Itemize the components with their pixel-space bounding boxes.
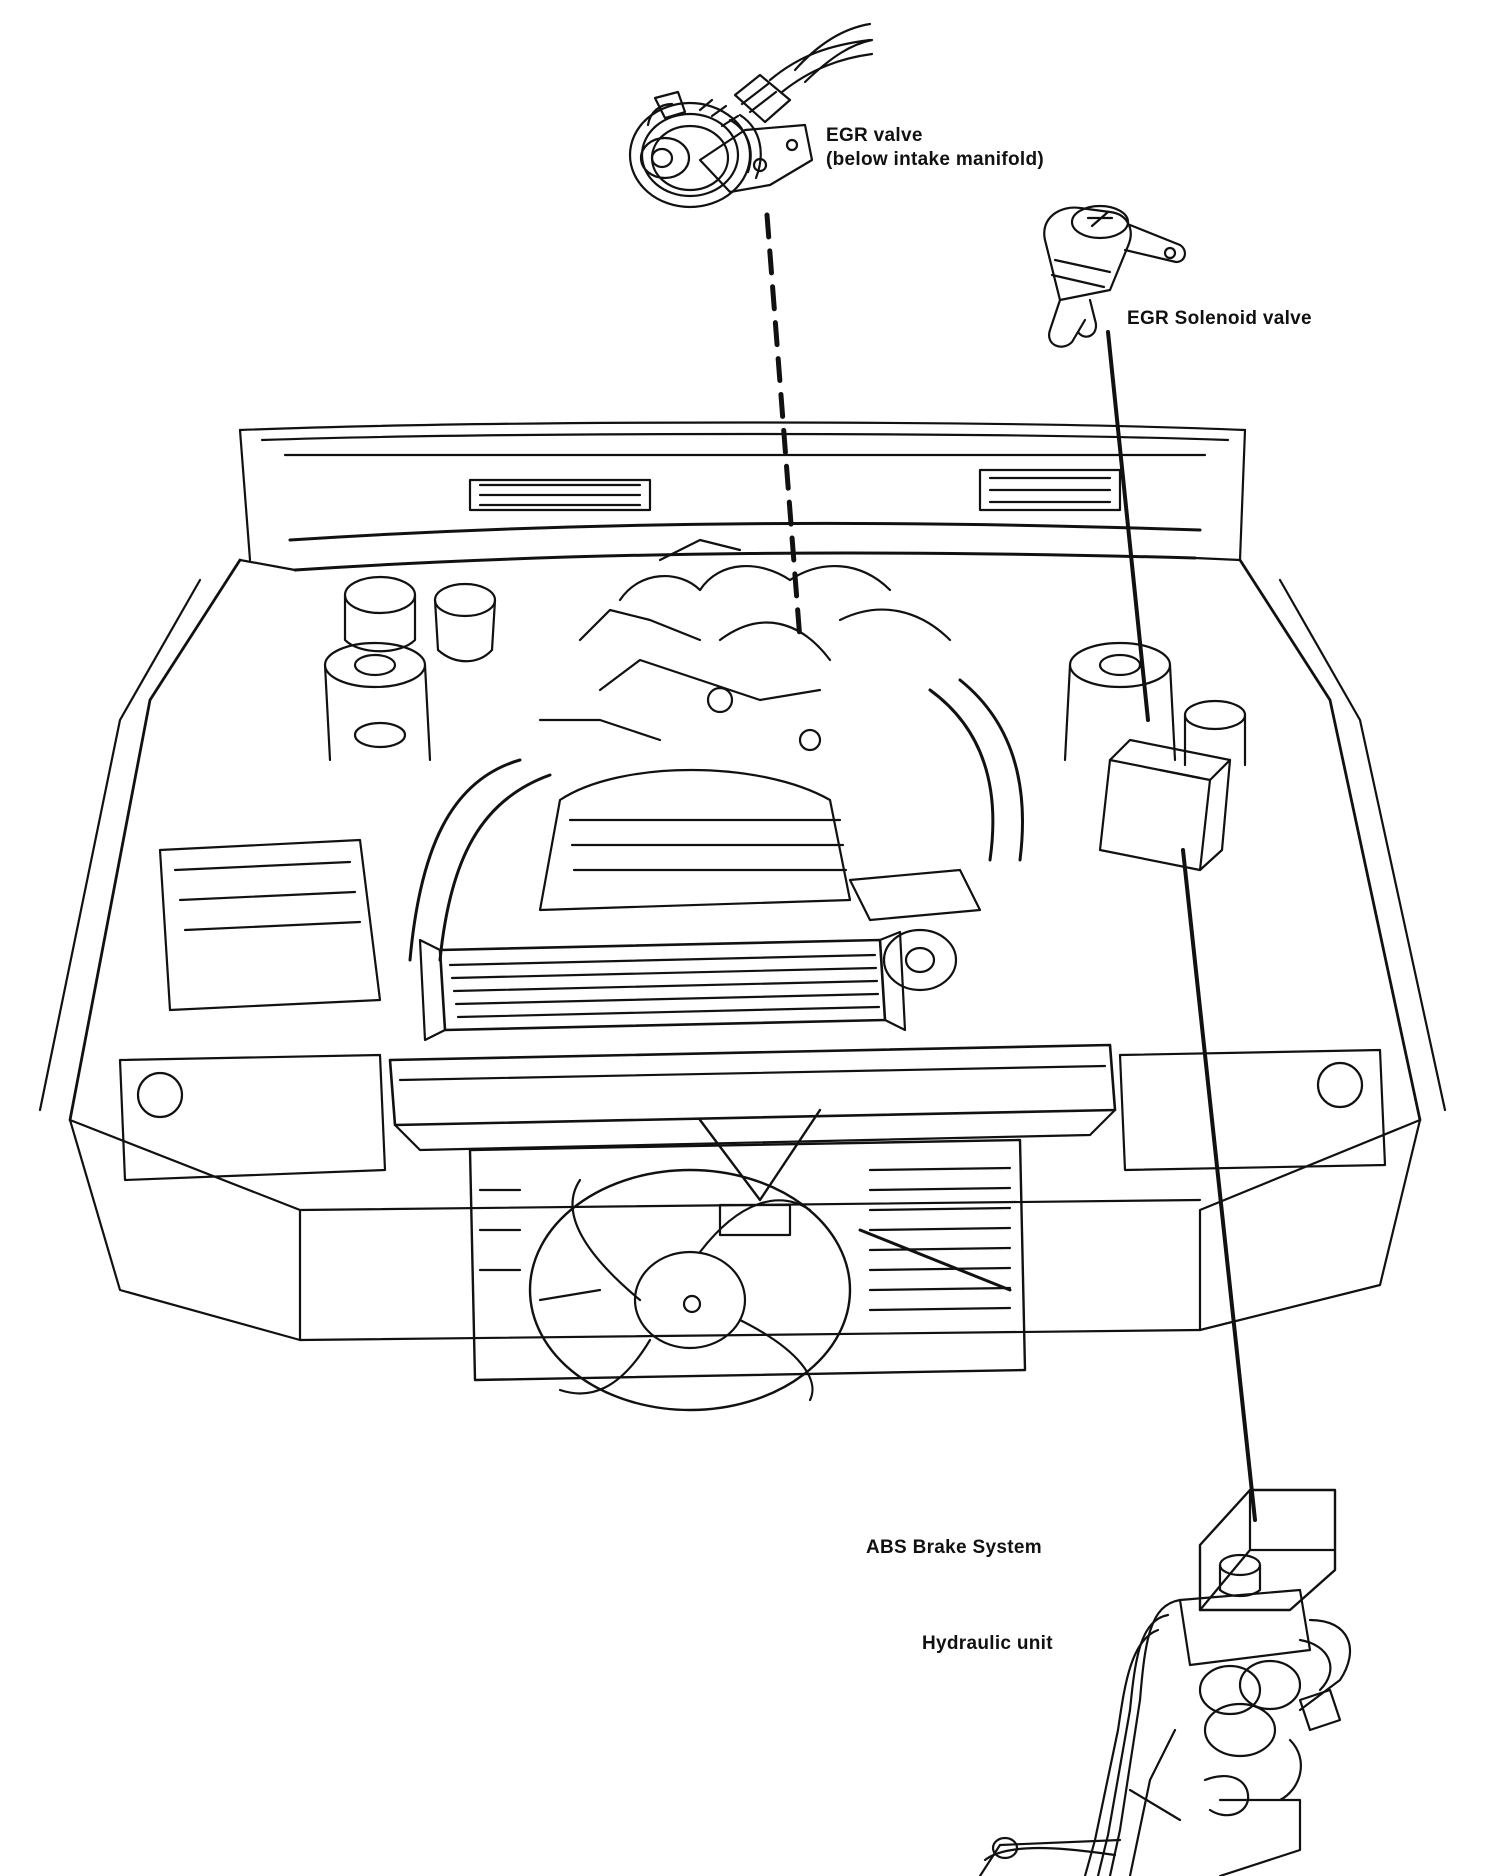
egr-valve-illustration — [628, 22, 874, 209]
abs-hydraulic-unit-illustration — [978, 1488, 1352, 1876]
egr-valve-label-line2: (below intake manifold) — [826, 149, 1045, 170]
hydraulic-unit-label: Hydraulic unit — [922, 1633, 1053, 1654]
egr-valve-leader-line — [764, 212, 803, 643]
engine-bay-illustration — [38, 421, 1447, 1412]
egr-valve-label-line1: EGR valve — [826, 125, 923, 146]
abs-leader-line — [1181, 848, 1257, 1522]
abs-brake-system-label: ABS Brake System — [866, 1537, 1042, 1558]
egr-valve-label: EGR valve (below intake manifold) — [826, 124, 1044, 172]
egr-solenoid-label: EGR Solenoid valve — [1127, 308, 1312, 329]
egr-solenoid-leader-line — [1106, 330, 1150, 722]
egr-solenoid-illustration — [1043, 204, 1186, 348]
